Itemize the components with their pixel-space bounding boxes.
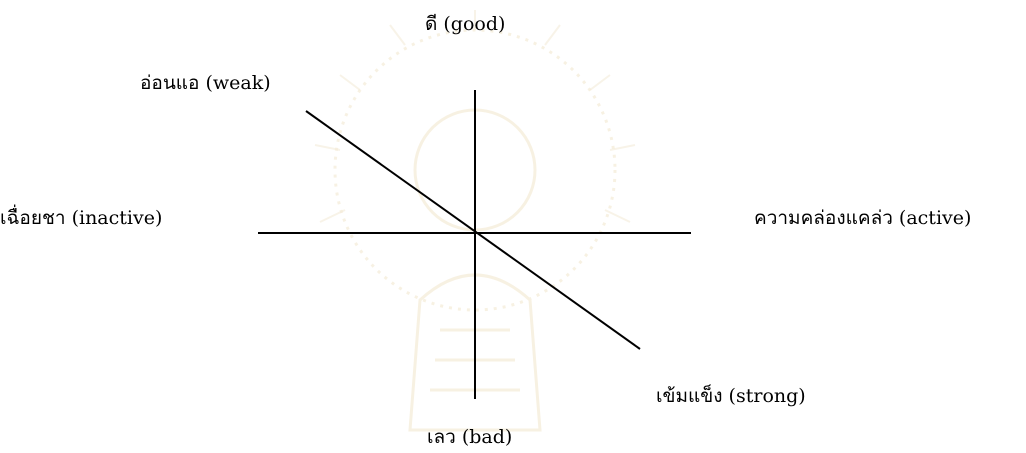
label-weak: อ่อนแอ (weak) [140, 72, 271, 94]
diagonal-axis [305, 110, 641, 350]
label-active: ความคล่องแคล่ว (active) [754, 207, 972, 229]
label-strong: เข้มแข็ง (strong) [656, 385, 806, 407]
label-good: ดี (good) [425, 13, 506, 35]
label-bad: เลว (bad) [427, 426, 513, 448]
label-inactive: เฉื่อยชา (inactive) [0, 207, 163, 229]
